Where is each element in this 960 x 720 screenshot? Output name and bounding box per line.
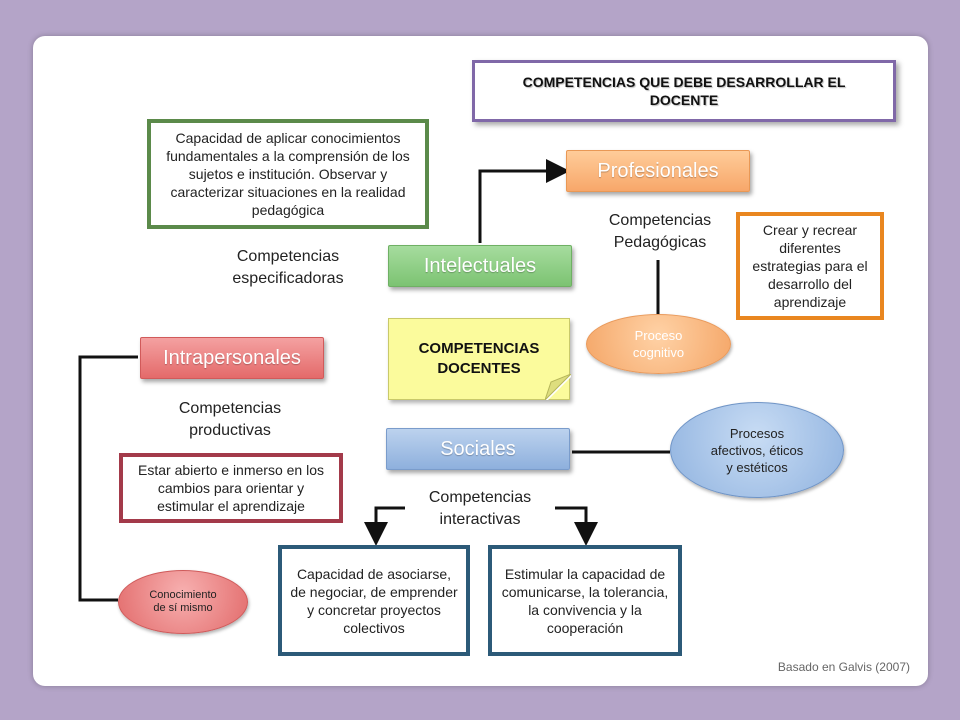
ellipse-procesos-afectivos-text: Procesos afectivos, éticos y estéticos bbox=[710, 425, 804, 475]
label-competencias-pedagogicas-text: Competencias Pedagógicas bbox=[608, 212, 712, 251]
center-note-text: COMPETENCIAS DOCENTES bbox=[418, 340, 540, 377]
ellipse-proceso-cognitivo: Proceso cognitivo bbox=[586, 314, 731, 374]
intelectuales-description-box: Capacidad de aplicar conocimientos funda… bbox=[147, 119, 429, 229]
interactivas-left-text: Capacidad de asociarse, de negociar, de … bbox=[290, 565, 458, 636]
interactivas-left-box: Capacidad de asociarse, de negociar, de … bbox=[278, 545, 470, 656]
label-competencias-productivas: Competencias productivas bbox=[155, 398, 305, 442]
node-intelectuales-label: Intelectuales bbox=[423, 254, 537, 277]
profesionales-description-text: Crear y recrear diferentes estrategias p… bbox=[752, 222, 868, 310]
profesionales-description-box: Crear y recrear diferentes estrategias p… bbox=[736, 212, 884, 320]
node-intrapersonales: Intrapersonales bbox=[140, 337, 324, 379]
label-competencias-interactivas: Competencias interactivas bbox=[405, 487, 555, 531]
label-competencias-especificadoras: Competencias especificadoras bbox=[210, 246, 366, 290]
ellipse-conocimiento-text: Conocimiento de sí mismo bbox=[149, 589, 217, 614]
credit-text: Basado en Galvis (2007) bbox=[760, 660, 910, 674]
center-note-folded-corner bbox=[545, 374, 571, 400]
node-intelectuales: Intelectuales bbox=[388, 245, 572, 287]
credit-text-value: Basado en Galvis (2007) bbox=[777, 660, 910, 674]
label-competencias-pedagogicas: Competencias Pedagógicas bbox=[580, 210, 740, 254]
intelectuales-description-text: Capacidad de aplicar conocimientos funda… bbox=[166, 130, 410, 218]
node-intrapersonales-label: Intrapersonales bbox=[163, 346, 301, 369]
center-note: COMPETENCIAS DOCENTES bbox=[388, 318, 570, 400]
intrapersonales-description-text: Estar abierto e inmerso en los cambios p… bbox=[138, 462, 324, 514]
node-profesionales: Profesionales bbox=[566, 150, 750, 192]
label-competencias-especificadoras-text: Competencias especificadoras bbox=[232, 248, 344, 287]
label-competencias-interactivas-text: Competencias interactivas bbox=[428, 489, 532, 528]
page-title: COMPETENCIAS QUE DEBE DESARROLLAR EL DOC… bbox=[472, 60, 896, 122]
interactivas-right-box: Estimular la capacidad de comunicarse, l… bbox=[488, 545, 682, 656]
ellipse-proceso-cognitivo-text: Proceso cognitivo bbox=[632, 328, 685, 360]
label-competencias-productivas-text: Competencias productivas bbox=[178, 400, 282, 439]
page-title-text: COMPETENCIAS QUE DEBE DESARROLLAR EL DOC… bbox=[522, 74, 846, 108]
ellipse-conocimiento-de-si-mismo: Conocimiento de sí mismo bbox=[118, 570, 248, 634]
interactivas-right-text: Estimular la capacidad de comunicarse, l… bbox=[501, 565, 669, 636]
ellipse-procesos-afectivos: Procesos afectivos, éticos y estéticos bbox=[670, 402, 844, 498]
intrapersonales-description-box: Estar abierto e inmerso en los cambios p… bbox=[119, 453, 343, 523]
node-sociales-label: Sociales bbox=[440, 437, 516, 460]
node-sociales: Sociales bbox=[386, 428, 570, 470]
node-profesionales-label: Profesionales bbox=[597, 159, 719, 182]
